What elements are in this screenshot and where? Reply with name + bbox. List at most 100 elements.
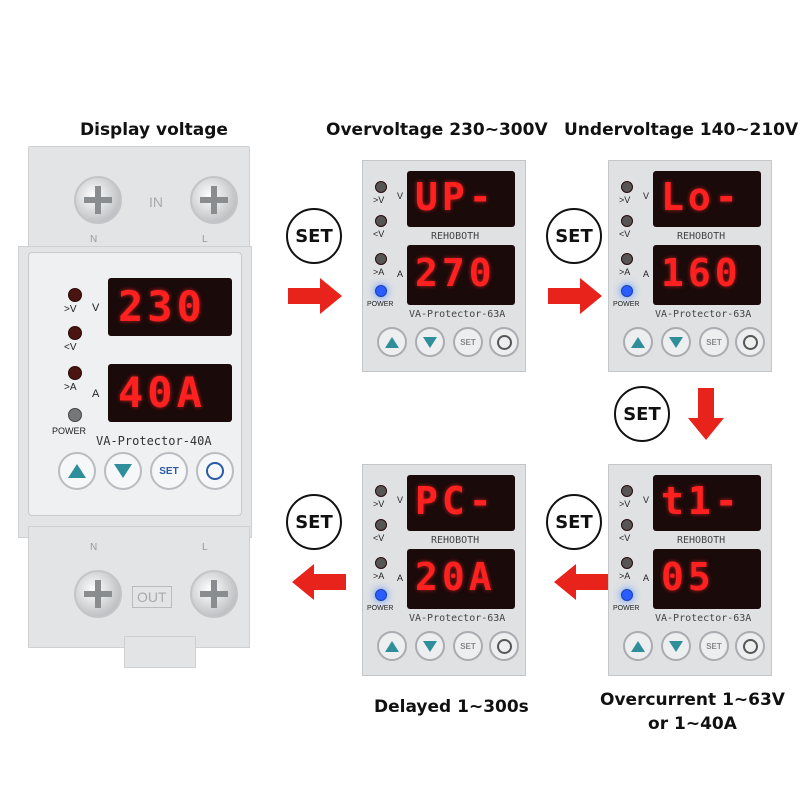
set-button[interactable]: SET xyxy=(453,631,483,661)
up-button[interactable] xyxy=(377,327,407,357)
caption-overvoltage: Overvoltage 230~300V xyxy=(326,120,548,140)
panel-overcurrent: >V <V >A POWER V A t1- REHOBOTH 05 VA-Pr… xyxy=(608,464,772,676)
indicator-label-undervoltage: <V xyxy=(619,533,631,543)
indicator-label-overcurrent: >A xyxy=(619,267,631,277)
set-button[interactable]: SET xyxy=(699,327,729,357)
indicator-label-undervoltage: <V xyxy=(373,533,385,543)
indicator-label-overvoltage: >V xyxy=(619,499,631,509)
indicator-label-overcurrent: >A xyxy=(373,267,385,277)
indicator-label-overcurrent: >A xyxy=(619,571,631,581)
led-overcurrent-icon xyxy=(621,253,633,265)
panel-bottom-display: 270 xyxy=(407,245,515,305)
power-icon xyxy=(496,334,512,350)
unit-current-label: A xyxy=(397,573,404,583)
caption-display-voltage: Display voltage xyxy=(80,120,228,140)
terminal-label-l-top: L xyxy=(202,234,208,245)
indicator-label-overcurrent: >A xyxy=(373,571,385,581)
terminal-screw-icon xyxy=(190,176,238,224)
led-overvoltage-icon xyxy=(68,288,82,302)
down-arrow-icon xyxy=(669,336,683,348)
unit-current-label: A xyxy=(643,269,650,279)
led-overcurrent-icon xyxy=(621,557,633,569)
brand-label: REHOBOTH xyxy=(431,231,480,242)
up-button[interactable] xyxy=(58,452,96,490)
panel-bottom-value: 05 xyxy=(661,555,715,599)
down-button[interactable] xyxy=(104,452,142,490)
panel-bottom-display: 20A xyxy=(407,549,515,609)
arrow-right-icon xyxy=(288,278,342,314)
terminal-screw-icon xyxy=(74,176,122,224)
set-step-3: SET xyxy=(614,386,670,442)
led-undervoltage-icon xyxy=(68,326,82,340)
indicator-label-overcurrent: >A xyxy=(64,382,77,393)
down-button[interactable] xyxy=(415,631,445,661)
unit-current-label: A xyxy=(397,269,404,279)
power-button[interactable] xyxy=(196,452,234,490)
brand-label: REHOBOTH xyxy=(431,535,480,546)
din-clip xyxy=(124,636,196,668)
device-model-label: VA-Protector-40A xyxy=(96,434,212,448)
set-step-4: SET xyxy=(286,494,342,550)
down-arrow-icon xyxy=(669,640,683,652)
brand-label: REHOBOTH xyxy=(677,231,726,242)
led-undervoltage-icon xyxy=(375,519,387,531)
up-button[interactable] xyxy=(377,631,407,661)
unit-voltage-label: V xyxy=(397,495,404,505)
led-overvoltage-icon xyxy=(375,181,387,193)
led-undervoltage-icon xyxy=(621,215,633,227)
set-step-2: SET xyxy=(546,208,602,264)
up-button[interactable] xyxy=(623,327,653,357)
power-label: POWER xyxy=(52,426,87,436)
indicator-label-overvoltage: >V xyxy=(619,195,631,205)
unit-current-label: A xyxy=(643,573,650,583)
caption-overcurrent: Overcurrent 1~63V or 1~40A xyxy=(600,688,785,736)
led-undervoltage-icon xyxy=(621,519,633,531)
terminal-label-l-bottom: L xyxy=(202,542,208,553)
power-label: POWER xyxy=(367,605,394,612)
down-arrow-icon xyxy=(423,336,437,348)
down-button[interactable] xyxy=(661,327,691,357)
power-icon xyxy=(742,334,758,350)
caption-delayed: Delayed 1~300s xyxy=(374,697,529,717)
power-label: POWER xyxy=(367,301,394,308)
unit-voltage-label: V xyxy=(643,495,650,505)
power-button[interactable] xyxy=(735,631,765,661)
panel-model-label: VA-Protector-63A xyxy=(655,613,752,624)
power-button[interactable] xyxy=(489,327,519,357)
brand-label: REHOBOTH xyxy=(677,535,726,546)
voltage-display-value: 230 xyxy=(118,282,206,331)
voltage-display: 230 xyxy=(108,278,232,336)
up-button[interactable] xyxy=(623,631,653,661)
led-undervoltage-icon xyxy=(375,215,387,227)
panel-overvoltage: >V <V >A POWER V A UP- REHOBOTH 270 VA-P… xyxy=(362,160,526,372)
panel-top-value: Lo- xyxy=(661,175,742,219)
panel-model-label: VA-Protector-63A xyxy=(655,309,752,320)
unit-voltage-label: V xyxy=(643,191,650,201)
up-arrow-icon xyxy=(631,640,645,652)
panel-top-display: t1- xyxy=(653,475,761,531)
power-label: POWER xyxy=(613,301,640,308)
power-button[interactable] xyxy=(735,327,765,357)
set-step-1: SET xyxy=(286,208,342,264)
unit-current-label: A xyxy=(92,388,100,400)
down-arrow-icon xyxy=(114,464,132,478)
up-arrow-icon xyxy=(385,640,399,652)
panel-model-label: VA-Protector-63A xyxy=(409,309,506,320)
down-button[interactable] xyxy=(661,631,691,661)
current-display: 40A xyxy=(108,364,232,422)
led-power-icon xyxy=(375,285,387,297)
set-button[interactable]: SET xyxy=(150,452,188,490)
power-button[interactable] xyxy=(489,631,519,661)
led-overvoltage-icon xyxy=(621,181,633,193)
led-overvoltage-icon xyxy=(621,485,633,497)
panel-bottom-value: 20A xyxy=(415,555,496,599)
terminal-label-n-top: N xyxy=(90,234,98,245)
set-step-5: SET xyxy=(546,494,602,550)
panel-top-value: PC- xyxy=(415,479,496,523)
down-button[interactable] xyxy=(415,327,445,357)
set-button[interactable]: SET xyxy=(453,327,483,357)
indicator-label-undervoltage: <V xyxy=(373,229,385,239)
led-overcurrent-icon xyxy=(375,253,387,265)
power-icon xyxy=(742,638,758,654)
set-button[interactable]: SET xyxy=(699,631,729,661)
